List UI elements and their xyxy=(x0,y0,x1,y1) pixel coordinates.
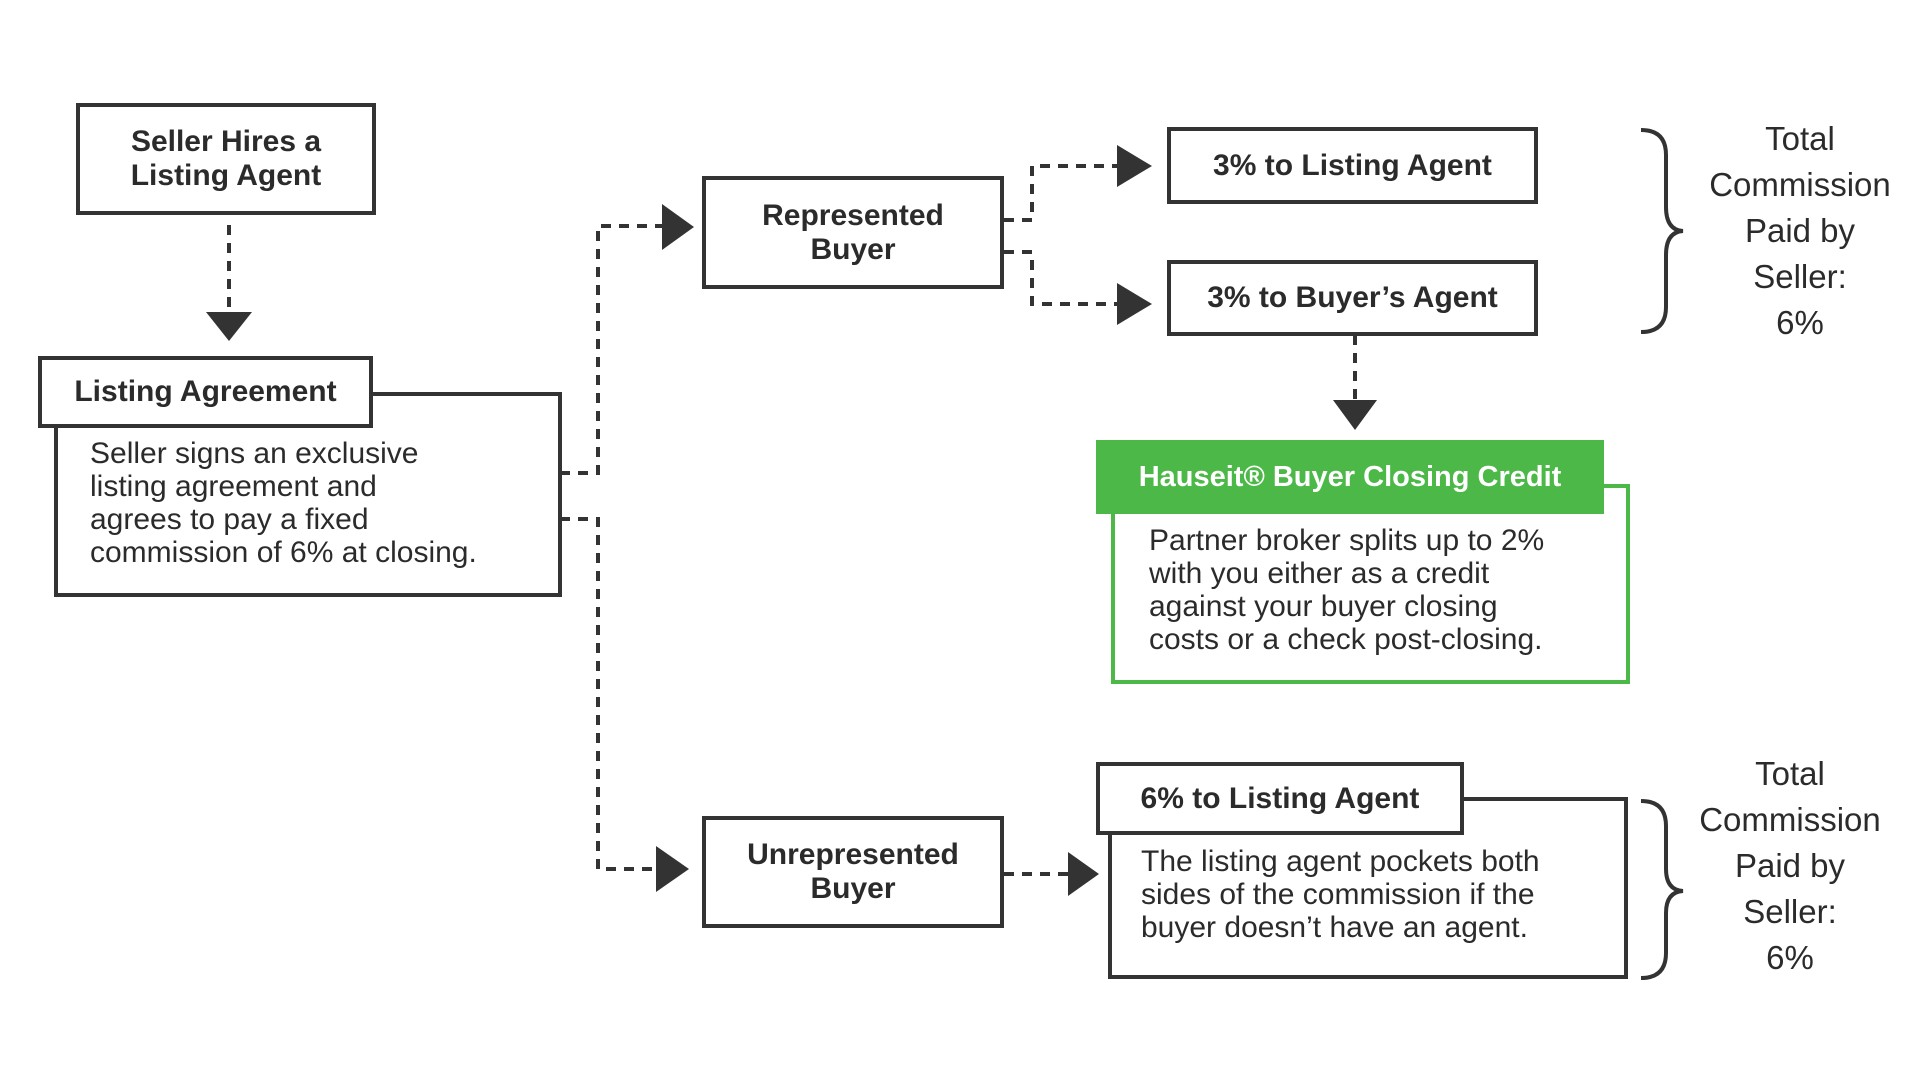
closing-credit-title: Hauseit® Buyer Closing Credit xyxy=(1096,440,1604,514)
listing-agreement-description: Seller signs an exclusive listing agreem… xyxy=(90,437,477,569)
listing-agreement-title: Listing Agreement xyxy=(38,356,373,428)
text-line: buyer doesn’t have an agent. xyxy=(1141,911,1528,944)
arrowhead-right-icon xyxy=(656,846,689,892)
arrowhead-down-icon xyxy=(206,312,252,341)
node-3pct-listing-agent: 3% to Listing Agent xyxy=(1167,127,1538,204)
text-line: costs or a check post-closing. xyxy=(1149,623,1543,656)
node-label-line: Buyer xyxy=(810,872,896,905)
listing-agent-6pct-title-text: 6% to Listing Agent xyxy=(1140,781,1420,815)
node-seller-hires-listing-agent: Seller Hires a Listing Agent xyxy=(76,103,376,215)
closing-credit-description: Partner broker splits up to 2% with you … xyxy=(1149,524,1544,656)
listing-agent-6pct-description: The listing agent pockets both sides of … xyxy=(1141,845,1540,944)
arrowhead-right-icon xyxy=(1068,852,1099,896)
node-represented-buyer: Represented Buyer xyxy=(702,176,1004,289)
node-label-line: Seller Hires a xyxy=(130,125,322,158)
arrowhead-down-icon xyxy=(1333,400,1377,430)
node-label-line: Buyer xyxy=(810,232,896,266)
total-line: Paid by xyxy=(1744,212,1856,249)
node-label-line: Listing Agent xyxy=(130,159,322,192)
total-line: Total xyxy=(1755,755,1825,792)
arrowhead-right-icon xyxy=(662,204,694,250)
total-commission-upper: Total Commission Paid by Seller: 6% xyxy=(1685,116,1915,346)
total-line: Seller: xyxy=(1743,893,1837,930)
total-line: Commission xyxy=(1709,166,1891,203)
connector-agreement-to-represented xyxy=(560,224,662,475)
closing-credit-title-text: Hauseit® Buyer Closing Credit xyxy=(1138,460,1562,493)
node-label: 3% to Listing Agent xyxy=(1213,148,1492,182)
total-line: Total xyxy=(1765,120,1835,157)
text-line: listing agreement and xyxy=(90,470,377,503)
node-label-line: Unrepresented xyxy=(747,838,959,871)
node-3pct-buyers-agent: 3% to Buyer’s Agent xyxy=(1167,260,1538,336)
text-line: sides of the commission if the xyxy=(1141,878,1535,911)
arrowhead-right-icon xyxy=(1117,145,1152,187)
text-line: commission of 6% at closing. xyxy=(90,536,477,569)
node-label-line: Represented xyxy=(762,198,944,232)
total-line: Paid by xyxy=(1734,847,1846,884)
text-line: against your buyer closing xyxy=(1149,590,1498,623)
text-line: with you either as a credit xyxy=(1149,557,1490,590)
total-line: 6% xyxy=(1776,304,1824,341)
total-line: 6% xyxy=(1766,939,1814,976)
text-line: The listing agent pockets both xyxy=(1141,845,1540,878)
total-line: Seller: xyxy=(1753,258,1847,295)
listing-agreement-title-text: Listing Agreement xyxy=(74,375,337,408)
listing-agent-6pct-title: 6% to Listing Agent xyxy=(1096,762,1464,835)
brace-upper-icon xyxy=(1640,128,1684,334)
text-line: Seller signs an exclusive xyxy=(90,437,419,470)
connector-represented-to-listing3 xyxy=(1004,164,1117,222)
text-line: agrees to pay a fixed xyxy=(90,503,369,536)
brace-lower-icon xyxy=(1640,799,1684,980)
closing-credit-panel xyxy=(1111,484,1630,684)
total-commission-lower: Total Commission Paid by Seller: 6% xyxy=(1675,751,1905,981)
node-label: 3% to Buyer’s Agent xyxy=(1207,281,1498,314)
connector-agreement-to-unrepresented xyxy=(560,517,656,871)
total-line: Commission xyxy=(1699,801,1881,838)
connector-represented-to-buyers3 xyxy=(1004,250,1117,306)
text-line: Partner broker splits up to 2% xyxy=(1149,524,1545,557)
arrowhead-right-icon xyxy=(1117,283,1152,325)
node-unrepresented-buyer: Unrepresented Buyer xyxy=(702,816,1004,928)
